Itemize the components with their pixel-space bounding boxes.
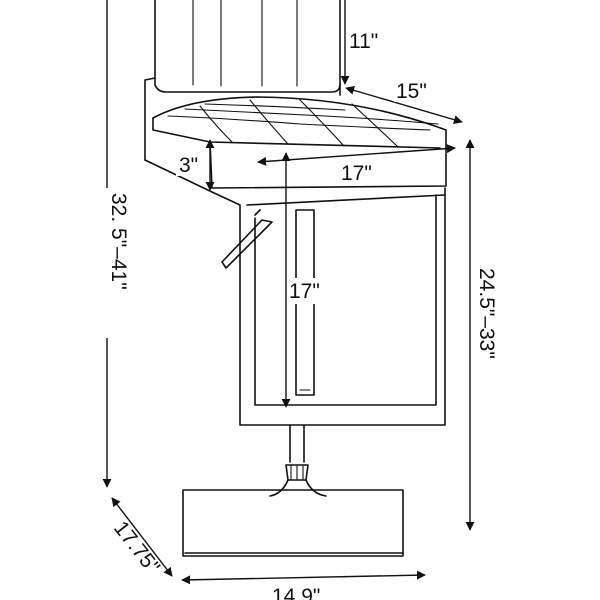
base-plate (182, 489, 404, 557)
pedestal (269, 424, 327, 497)
label-seat-thickness: 3" (179, 154, 198, 177)
label-frame-height: 17" (289, 280, 320, 303)
label-backrest-height: 11" (349, 30, 378, 53)
backrest (144, 0, 341, 161)
label-seat-depth: 15" (396, 80, 427, 103)
label-base-depth: 17.75" (109, 517, 164, 578)
label-base-width: 14.9" (272, 585, 320, 600)
label-seat-height: 24.5"–33" (475, 268, 498, 359)
dim-line-base-depth (111, 497, 173, 577)
dim-line-seat-width (257, 144, 456, 166)
dim-line-seat-depth (345, 85, 463, 125)
dimension-labels: 11" 15" 3" 17" 17" 24.5"–33" 32. 5"–41" … (104, 28, 502, 600)
label-overall-height: 32. 5"–41" (107, 193, 130, 290)
dim-line-base-width (181, 570, 426, 585)
label-seat-width: 17" (341, 162, 372, 185)
